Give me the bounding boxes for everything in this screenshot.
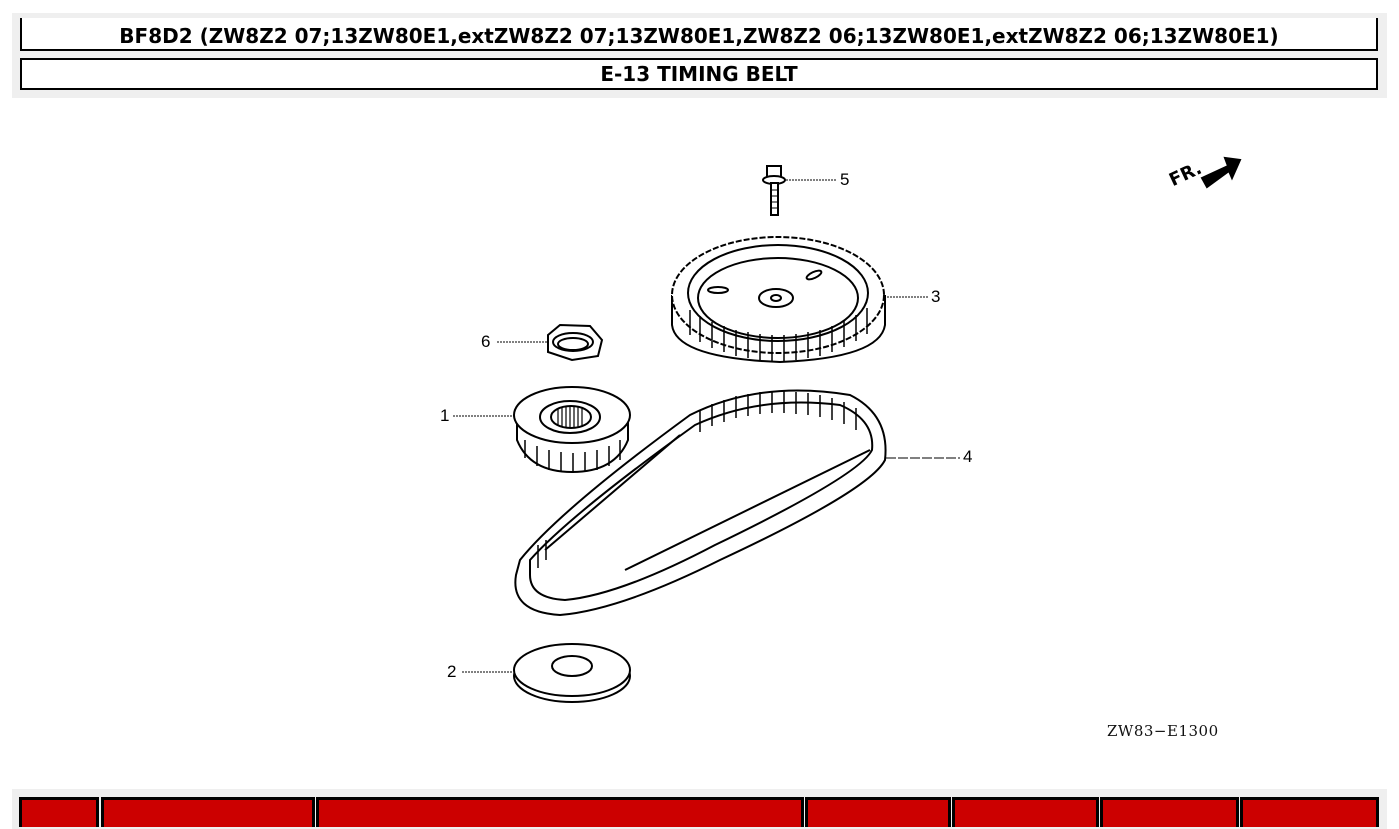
lock-nut-icon	[497, 323, 604, 362]
model-title: BF8D2 (ZW8Z2 07;13ZW80E1,extZW8Z2 07;13Z…	[20, 18, 1378, 51]
callout-6[interactable]: 6	[481, 332, 491, 351]
timing-pulley-icon	[671, 236, 928, 364]
callout-2[interactable]: 2	[447, 662, 457, 681]
callout-1[interactable]: 1	[440, 406, 450, 425]
parts-diagram: 1 2 3 4 5 6	[0, 100, 1399, 780]
parts-col-header-2[interactable]	[101, 797, 315, 827]
callout-4[interactable]: 4	[963, 447, 973, 466]
parts-col-header-6[interactable]	[1100, 797, 1239, 827]
diagram-reference-code: ZW83−E1300	[1107, 722, 1219, 740]
parts-col-header-4[interactable]	[805, 797, 951, 827]
parts-col-header-7[interactable]	[1240, 797, 1379, 827]
section-title: E-13 TIMING BELT	[20, 58, 1378, 90]
driven-pulley-icon	[453, 386, 631, 474]
timing-belt-icon	[514, 389, 960, 617]
parts-col-header-1[interactable]	[19, 797, 99, 827]
front-direction-arrow-icon	[1200, 156, 1242, 189]
callout-3[interactable]: 3	[931, 287, 941, 306]
parts-col-header-3[interactable]	[316, 797, 804, 827]
bolt-icon	[762, 165, 836, 216]
header-panel: BF8D2 (ZW8Z2 07;13ZW80E1,extZW8Z2 07;13Z…	[12, 13, 1387, 98]
pulley-plate-icon	[462, 643, 631, 703]
callout-5[interactable]: 5	[840, 170, 850, 189]
parts-col-header-5[interactable]	[952, 797, 1099, 827]
